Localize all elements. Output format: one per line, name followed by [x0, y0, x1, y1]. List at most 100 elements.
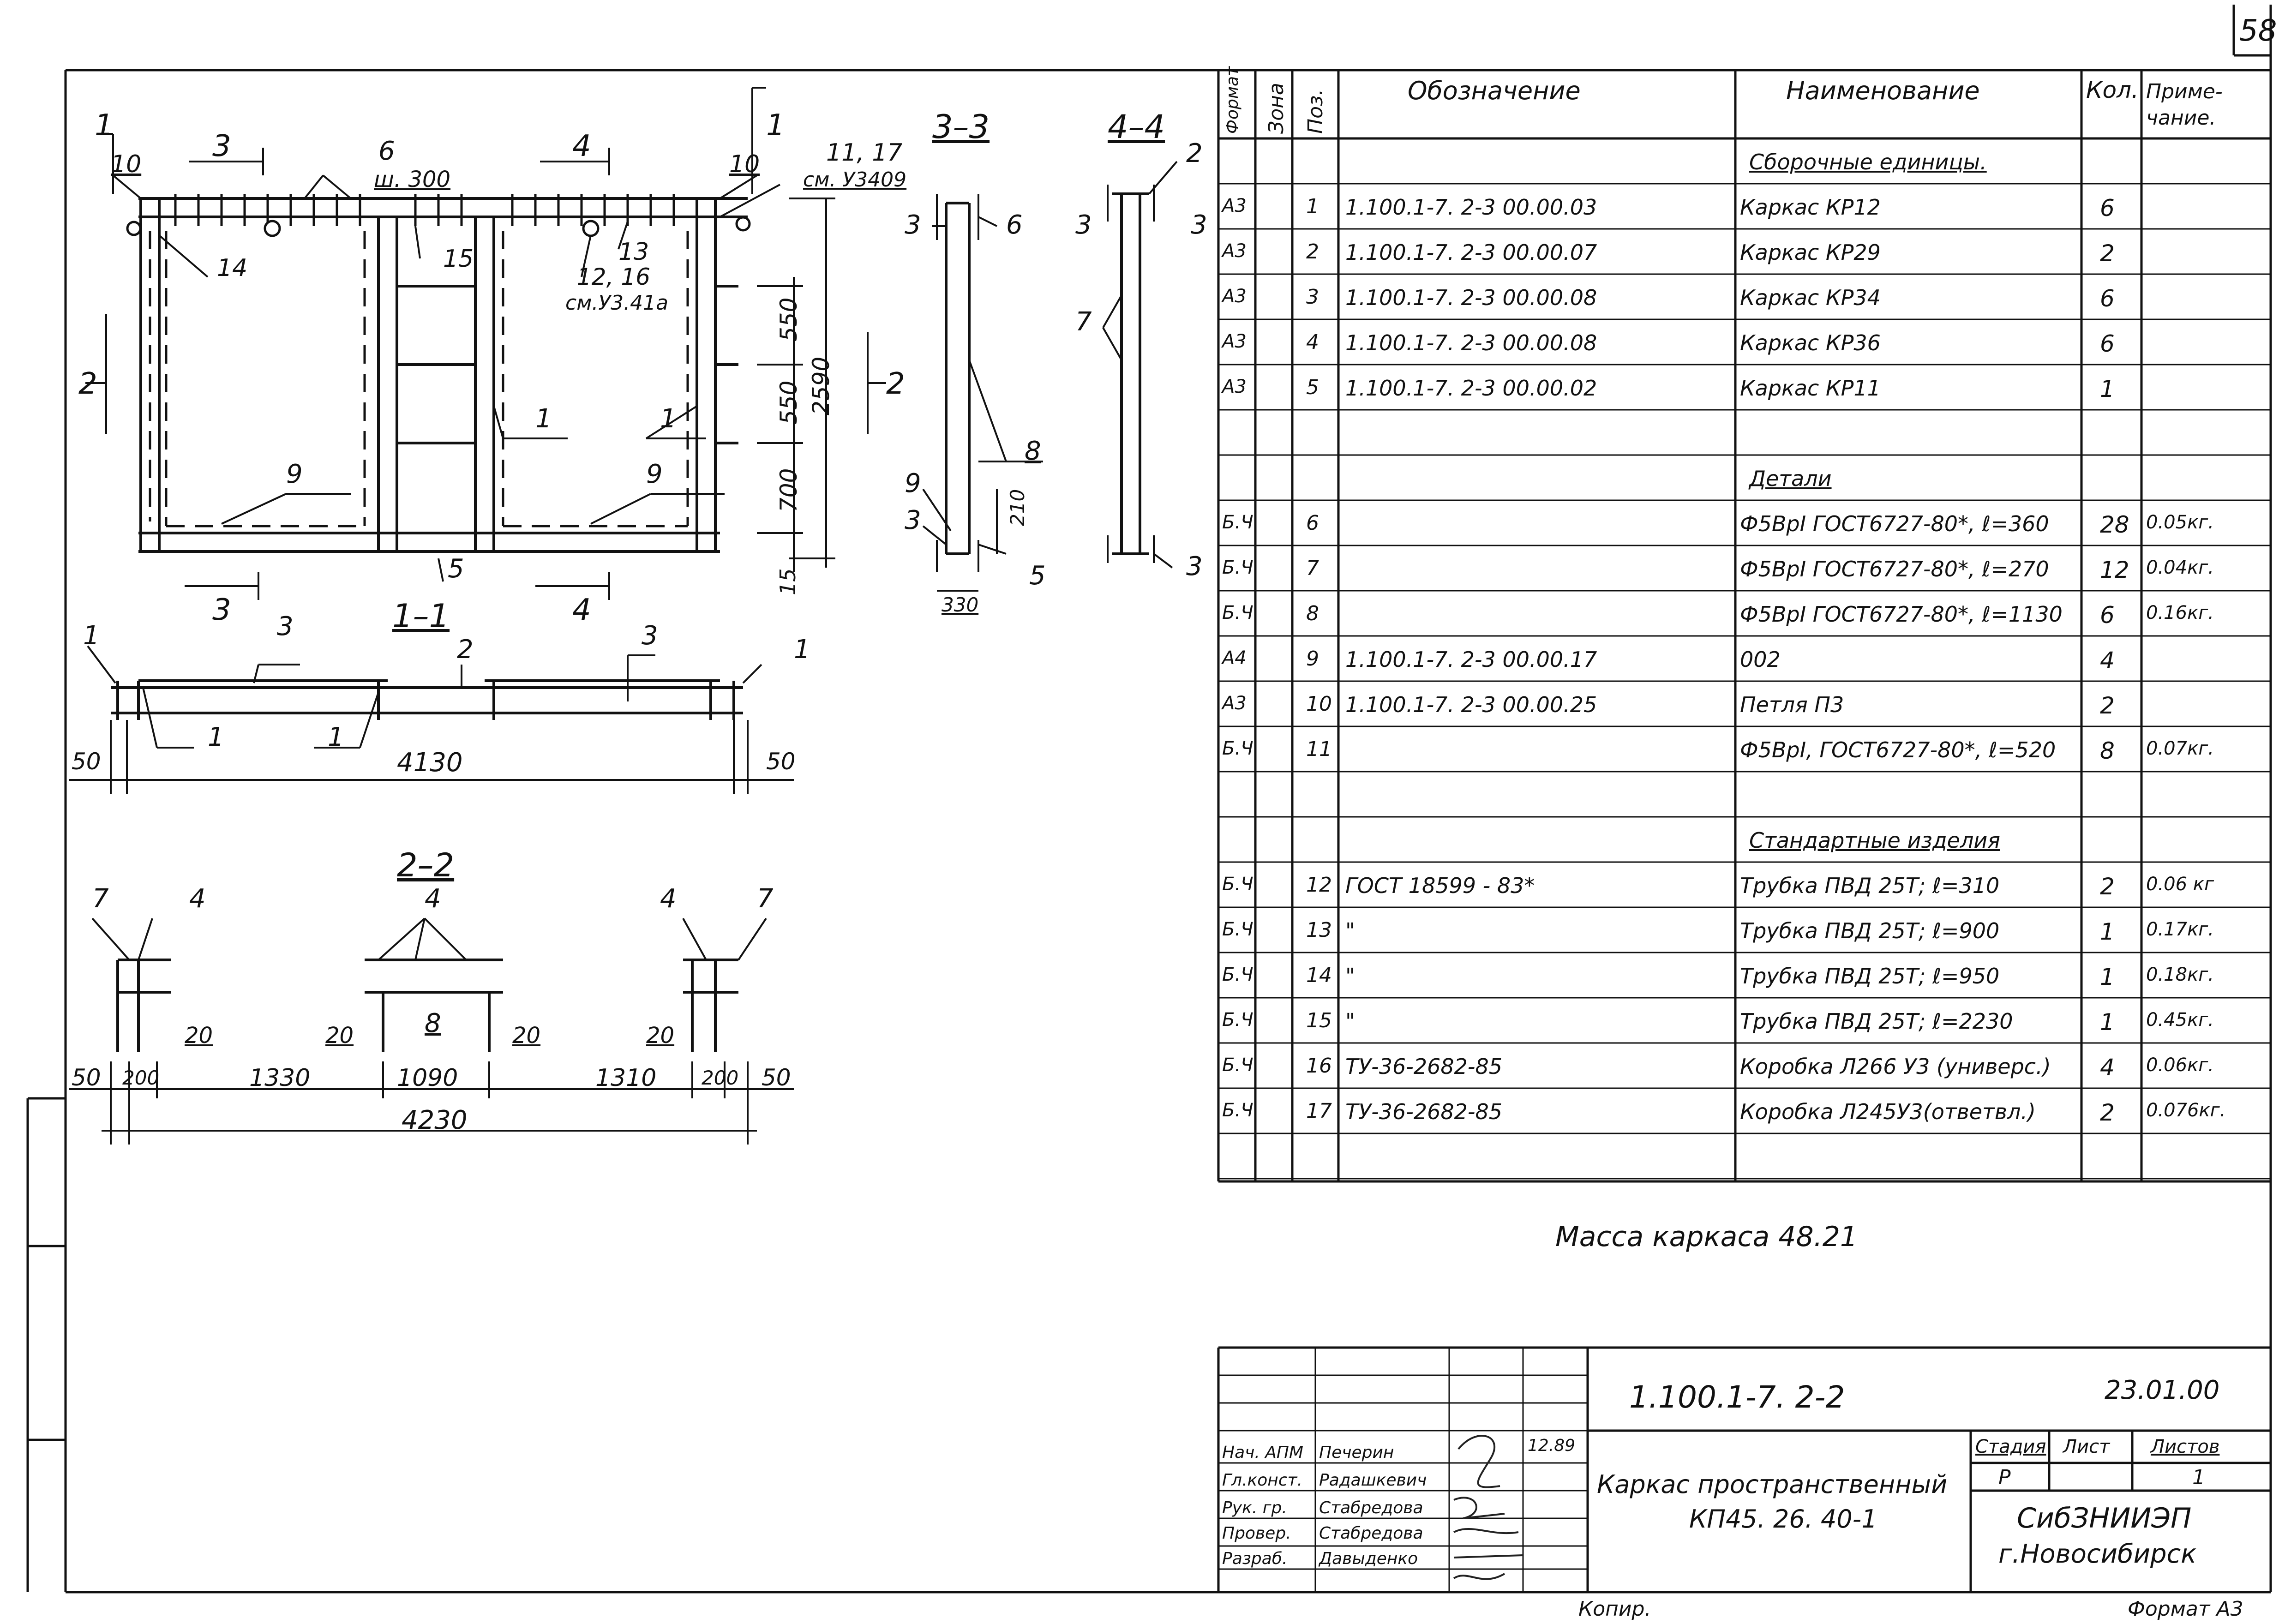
s11-callout-3-right: 3 — [642, 621, 658, 651]
spec-cell-pos: 3 — [1306, 285, 1319, 309]
spec-cell-format: А3 — [1222, 331, 1247, 352]
section-label-1-1: 1–1 — [392, 597, 450, 635]
spec-cell-note: 0.076кг. — [2146, 1100, 2226, 1121]
sheet-number: 58 — [2239, 14, 2277, 48]
spec-cell-designation: " — [1345, 964, 1355, 989]
spec-cell-qty: 2 — [2100, 1099, 2115, 1126]
s44-callout-2: 2 — [1186, 138, 1203, 168]
role-name: Стабредова — [1319, 1524, 1423, 1543]
s22-dim-20-c: 20 — [512, 1023, 541, 1049]
spec-cell-designation: 1.100.1-7. 2-3 00.00.07 — [1345, 240, 1597, 265]
spec-cell-qty: 6 — [2100, 285, 2115, 312]
spec-cell-format: Б.Ч — [1222, 738, 1253, 759]
sheets-value: 1 — [2192, 1466, 2205, 1489]
role-name: Радашкевич — [1319, 1471, 1427, 1490]
role-name: Стабредова — [1319, 1498, 1423, 1517]
spec-cell-name: Ф5ВрI ГОСТ6727-80*, ℓ=270 — [1740, 557, 2049, 581]
spec-cell-designation: ГОСТ 18599 - 83* — [1345, 873, 1535, 898]
callout-10-left: 10 — [111, 150, 142, 178]
callout-1-right: 1 — [660, 404, 677, 434]
cut-mark-3-top: 3 — [212, 129, 231, 163]
callout-15: 15 — [443, 245, 474, 273]
role-title: Гл.конст. — [1222, 1471, 1303, 1490]
callout-12-16: 12, 16 — [577, 264, 651, 290]
spec-cell-pos: 13 — [1306, 918, 1332, 942]
spec-cell-format: Б.Ч — [1222, 557, 1253, 578]
s44-callout-7: 7 — [1075, 307, 1092, 337]
spec-cell-format: Б.Ч — [1222, 1100, 1253, 1121]
spec-cell-designation: 1.100.1-7. 2-3 00.00.08 — [1345, 330, 1597, 355]
spec-cell-name: Петля П3 — [1740, 692, 1844, 717]
spec-cell-note: 0.16кг. — [2146, 602, 2214, 623]
spec-cell-note: 0.04кг. — [2146, 557, 2214, 578]
spec-cell-pos: 15 — [1306, 1009, 1332, 1032]
cut-mark-4-bottom: 4 — [572, 593, 591, 627]
spec-cell-qty: 6 — [2100, 330, 2115, 357]
header-qty: Кол. — [2086, 77, 2139, 103]
spec-cell-format: Б.Ч — [1222, 874, 1253, 895]
spec-cell-name: Каркас КР29 — [1740, 240, 1881, 265]
cut-mark-4-top: 4 — [572, 129, 591, 163]
s22-callout-7-left: 7 — [92, 884, 109, 914]
organization: СибЗНИИЭП — [2017, 1502, 2192, 1534]
callout-14: 14 — [217, 254, 248, 282]
spec-cell-designation: 1.100.1-7. 2-3 00.00.02 — [1345, 376, 1597, 401]
spec-cell-qty: 4 — [2100, 647, 2115, 674]
spec-cell-pos: 2 — [1306, 240, 1319, 264]
callout-6: 6 — [378, 136, 395, 166]
s11-callout-1-right: 1 — [794, 635, 810, 665]
spec-cell-format: Б.Ч — [1222, 919, 1253, 940]
spec-cell-name: Ф5ВрI ГОСТ6727-80*, ℓ=1130 — [1740, 602, 2063, 627]
spec-cell-pos: 11 — [1306, 737, 1332, 761]
spec-cell-name: Трубка ПВД 25Т; ℓ=310 — [1740, 873, 2000, 898]
spec-cell-pos: 6 — [1306, 511, 1319, 535]
spec-cell-pos: 17 — [1306, 1099, 1332, 1123]
dim-550-b: 550 — [775, 380, 802, 425]
s33-dim-210: 210 — [1006, 489, 1029, 526]
document-title: Каркас пространственный — [1597, 1470, 1948, 1499]
callout-1-mid: 1 — [535, 404, 552, 434]
s22-callout-4-mid: 4 — [425, 884, 441, 914]
cut-mark-2-left: 2 — [78, 367, 97, 401]
spec-cell-pos: 8 — [1306, 602, 1319, 625]
s22-callout-7-right: 7 — [757, 884, 774, 914]
spec-cell-format: Б.Ч — [1222, 1055, 1253, 1076]
spec-cell-name: Коробка Л245У3(ответвл.) — [1740, 1099, 2036, 1124]
stage-value: Р — [1998, 1466, 2011, 1489]
role-title: Разраб. — [1222, 1549, 1288, 1568]
spec-cell-pos: 16 — [1306, 1054, 1332, 1078]
s11-dim-50-right: 50 — [766, 748, 796, 775]
header-format: Формат — [1223, 66, 1242, 134]
footer-format: Формат А3 — [2128, 1597, 2243, 1621]
spec-cell-qty: 6 — [2100, 602, 2115, 629]
spec-cell-note: 0.45кг. — [2146, 1009, 2214, 1031]
callout-9-right: 9 — [646, 459, 663, 489]
spec-cell-qty: 1 — [2100, 964, 2115, 990]
callout-13: 13 — [618, 238, 649, 266]
spec-cell-name: Трубка ПВД 25Т; ℓ=950 — [1740, 964, 2000, 989]
spec-cell-format: А3 — [1222, 693, 1247, 714]
s22-callout-8: 8 — [425, 1008, 441, 1038]
s22-dim-50-right: 50 — [762, 1064, 791, 1091]
spec-cell-name: Каркас КР11 — [1740, 376, 1881, 401]
spec-cell-format: А3 — [1222, 376, 1247, 397]
s11-callout-1-left: 1 — [83, 621, 100, 651]
document-code: 1.100.1-7. 2-2 — [1629, 1379, 1845, 1415]
spec-cell-qty: 1 — [2100, 376, 2115, 402]
cut-mark-3-bottom: 3 — [212, 593, 231, 627]
role-name: Печерин — [1319, 1443, 1394, 1462]
header-name: Наименование — [1786, 76, 1980, 105]
header-pos: Поз. — [1304, 89, 1327, 134]
section-label-2-2: 2–2 — [397, 846, 455, 884]
spec-cell-qty: 2 — [2100, 692, 2115, 719]
spec-cell-note: 0.18кг. — [2146, 964, 2214, 985]
s33-callout-3-bottom: 3 — [905, 505, 921, 535]
spec-cell-pos: 4 — [1306, 330, 1319, 354]
spec-cell-pos: 12 — [1306, 873, 1332, 897]
sheets-label: Листов — [2151, 1436, 2220, 1457]
spec-cell-format: А3 — [1222, 195, 1247, 216]
callout-11-17: 11, 17 — [826, 139, 903, 167]
s33-callout-5: 5 — [1029, 561, 1046, 591]
signature-date: 12.89 — [1528, 1436, 1576, 1455]
